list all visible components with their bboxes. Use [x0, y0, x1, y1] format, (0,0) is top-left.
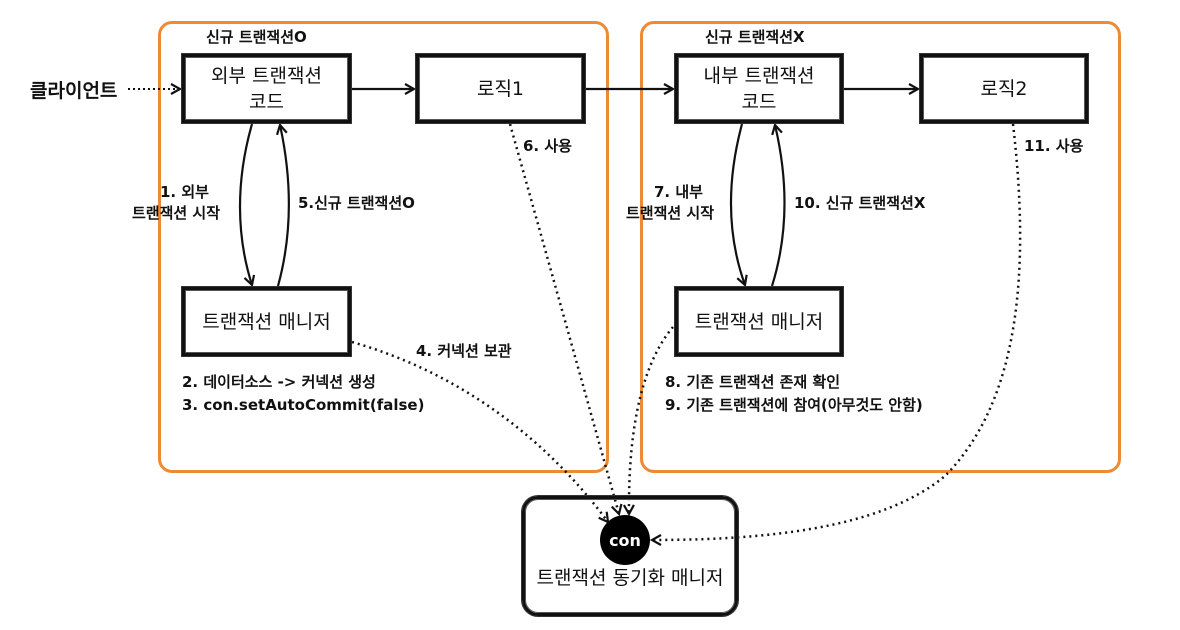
- step1-line1: 1. 외부: [160, 183, 209, 201]
- arrow-step5-up: [278, 125, 290, 287]
- step6-label: 6. 사용: [523, 137, 572, 155]
- outer-transaction-code-line1: 외부 트랜잭션: [211, 64, 322, 87]
- arrow-step10-up: [770, 125, 786, 287]
- inner-transaction-manager-box[interactable]: 트랜잭션 매니저: [675, 287, 843, 356]
- step9-label: 9. 기존 트랜잭션에 참여(아무것도 안함): [665, 396, 923, 414]
- step7-line2: 트랜잭션 시작: [626, 204, 715, 222]
- zone-new-transaction-o: [158, 21, 609, 473]
- zone-new-transaction-x: [640, 21, 1121, 473]
- inner-transaction-code-line2: 코드: [741, 90, 777, 113]
- transaction-sync-manager-box[interactable]: 트랜잭션 동기화 매니저: [522, 496, 738, 616]
- step10-label: 10. 신규 트랜잭션X: [794, 194, 926, 212]
- inner-transaction-manager-label: 트랜잭션 매니저: [694, 310, 824, 333]
- connection-node[interactable]: con: [600, 515, 650, 565]
- step4-label: 4. 커넥션 보관: [416, 342, 512, 360]
- arrow-step1-down: [238, 123, 252, 285]
- logic1-label: 로직1: [476, 77, 525, 100]
- outer-transaction-manager-box[interactable]: 트랜잭션 매니저: [182, 287, 351, 356]
- connection-label: con: [609, 530, 641, 550]
- logic1-box[interactable]: 로직1: [416, 54, 585, 123]
- step7-label: 7. 내부 트랜잭션 시작: [626, 182, 746, 224]
- logic2-box[interactable]: 로직2: [920, 54, 1088, 123]
- step1-label: 1. 외부 트랜잭션 시작: [132, 182, 252, 224]
- outer-transaction-code-line2: 코드: [249, 90, 284, 113]
- logic2-label: 로직2: [980, 77, 1028, 100]
- inner-transaction-code-line1: 내부 트랜잭션: [703, 64, 815, 87]
- step2-label: 2. 데이터소스 -> 커넥션 생성: [182, 373, 376, 391]
- step11-label: 11. 사용: [1024, 137, 1084, 155]
- zone-title-outer: 신규 트랜잭션O: [206, 28, 307, 46]
- arrow-step7-down: [730, 123, 745, 285]
- inner-transaction-code-box[interactable]: 내부 트랜잭션 코드: [675, 54, 843, 123]
- step1-line2: 트랜잭션 시작: [132, 204, 221, 222]
- zone-title-inner: 신규 트랜잭션X: [705, 28, 805, 46]
- outer-transaction-code-box[interactable]: 외부 트랜잭션 코드: [182, 54, 351, 123]
- transaction-sync-manager-label: 트랜잭션 동기화 매니저: [536, 567, 724, 589]
- step3-label: 3. con.setAutoCommit(false): [182, 396, 425, 414]
- step5-label: 5.신규 트랜잭션O: [298, 194, 415, 212]
- arrow-step4-store-connection: [351, 340, 608, 522]
- arrow-step8-check: [629, 326, 674, 514]
- client-label: 클라이언트: [30, 80, 118, 102]
- step7-line1: 7. 내부: [654, 183, 703, 201]
- arrow-step6-use: [508, 123, 619, 514]
- arrow-step11-use: [652, 123, 1022, 540]
- step8-label: 8. 기존 트랜잭션 존재 확인: [665, 373, 841, 391]
- outer-transaction-manager-label: 트랜잭션 매니저: [202, 310, 331, 333]
